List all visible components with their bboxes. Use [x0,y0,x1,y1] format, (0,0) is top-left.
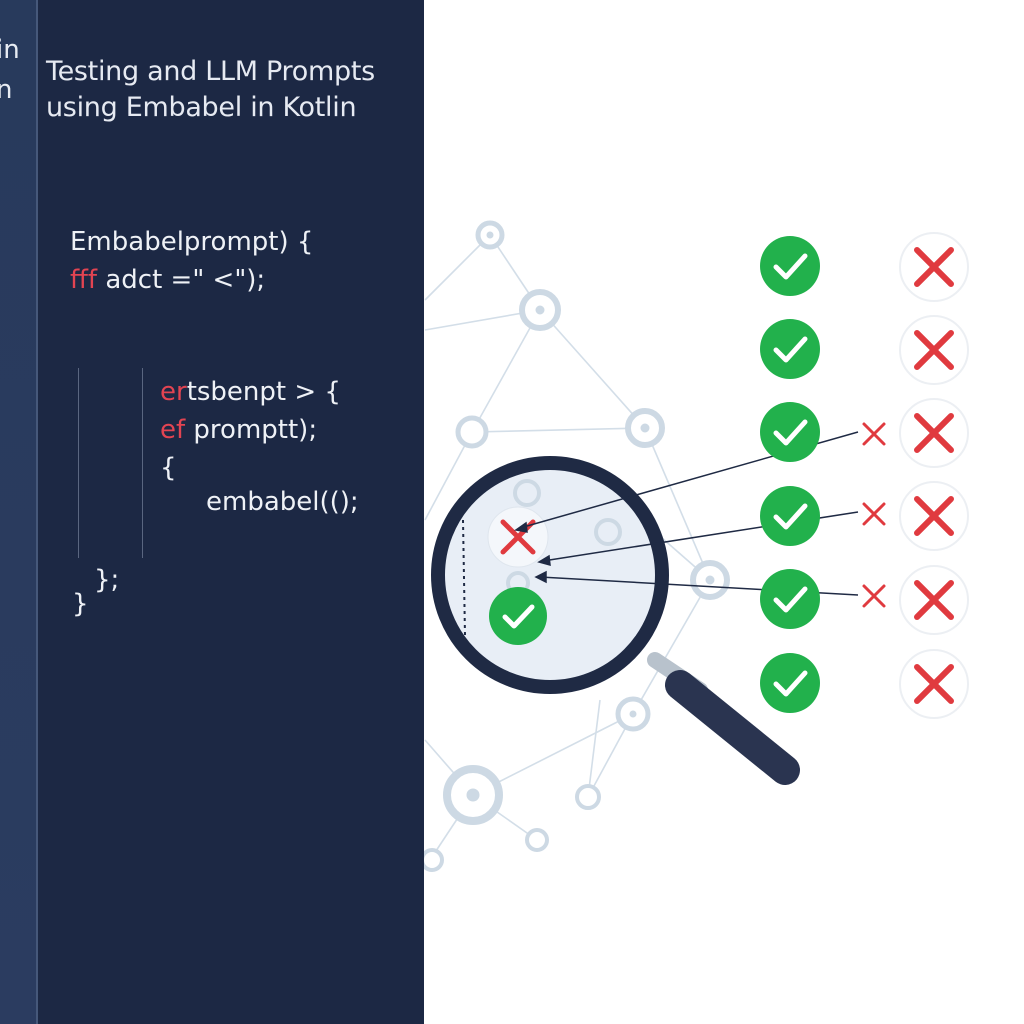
code-line-7: }; [94,565,120,595]
check-icon [760,319,820,379]
check-icon [760,653,820,713]
check-icon [760,486,820,546]
pass-results [760,236,820,713]
check-icon [760,569,820,629]
title-line-2: using Embabel in Kotlin [46,92,357,123]
check-icon [489,587,547,645]
page-title: Testing and LLM Prompts using Embabel in… [46,54,375,126]
small-cross-icon [862,422,886,608]
magnifier-icon [431,456,800,785]
cross-icon [899,565,969,635]
cross-icon [500,519,536,555]
sidebar-text-2: n [0,68,12,112]
code-keyword: er [160,377,187,407]
code-line-5: { [160,453,177,483]
code-panel: Testing and LLM Prompts using Embabel in… [38,0,424,1024]
cross-icon [899,315,969,385]
code-text: promptt); [185,415,318,445]
check-icon [760,402,820,462]
code-line-8: } [72,589,89,619]
cross-icon [899,649,969,719]
cross-icon [899,481,969,551]
sidebar-text-1: in [0,35,20,65]
code-line-6: embabel((); [206,487,359,517]
code-text: adct =" <"); [97,265,266,295]
code-line-2: fff adct =" <"); [70,262,265,298]
cross-icon [899,232,969,302]
check-icon [760,236,820,296]
code-line-3: ertsbenpt > { [160,374,341,410]
prompt-testing-illustration [424,220,969,872]
fail-results [899,232,969,719]
indent-guide [78,368,79,558]
left-sidebar: in n [0,0,38,1024]
title-line-1: Testing and LLM Prompts [46,56,375,87]
indent-guide [142,368,143,558]
code-line-1: Embabelprompt) { [70,227,314,257]
cross-icon [899,398,969,468]
network-nodes [424,220,730,872]
code-text: tsbenpt > { [186,377,341,407]
code-keyword: ef [160,415,186,445]
code-keyword: fff [70,265,98,295]
code-line-4: ef promptt); [160,412,317,448]
